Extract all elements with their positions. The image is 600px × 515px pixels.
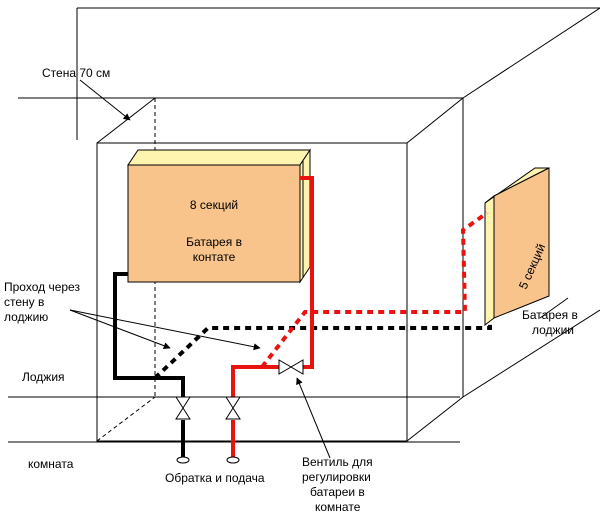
pipe-ends xyxy=(176,456,240,464)
valve-label-line3: батареи в xyxy=(310,485,365,499)
passage-label-line2: стену в xyxy=(4,295,44,309)
loggia-radiator-label-line1: Батарея в xyxy=(522,308,578,322)
room-radiator xyxy=(127,148,311,284)
return-pipe xyxy=(113,272,492,460)
room-radiator-sections: 8 секций xyxy=(190,198,238,212)
room-radiator-label-line2: контате xyxy=(193,250,236,264)
passage-label-line1: Проход через xyxy=(4,280,80,294)
return-supply-label: Обратка и подача xyxy=(165,471,265,485)
loggia-radiator-label-line2: лоджии xyxy=(532,323,574,337)
valve-label-line1: Вентиль для xyxy=(302,455,373,469)
room-radiator-label-line1: Батарея в xyxy=(186,235,242,249)
supply-valve-icon xyxy=(225,396,241,420)
wall-label: Стена 70 см xyxy=(42,66,110,80)
supply-pipe xyxy=(231,176,489,460)
regulating-valve-icon xyxy=(278,359,304,375)
annotation-lines xyxy=(69,79,569,459)
room-zone-label: комната xyxy=(28,457,74,471)
valve-label-line2: регулировки xyxy=(302,470,371,484)
room-walls xyxy=(18,7,600,398)
valve-label-line4: комнате xyxy=(315,500,361,514)
return-valve-icon xyxy=(175,396,191,420)
loggia-zone-label: Лоджия xyxy=(22,370,65,384)
passage-label-line3: лоджию xyxy=(4,310,48,324)
loggia-radiator xyxy=(484,167,550,327)
